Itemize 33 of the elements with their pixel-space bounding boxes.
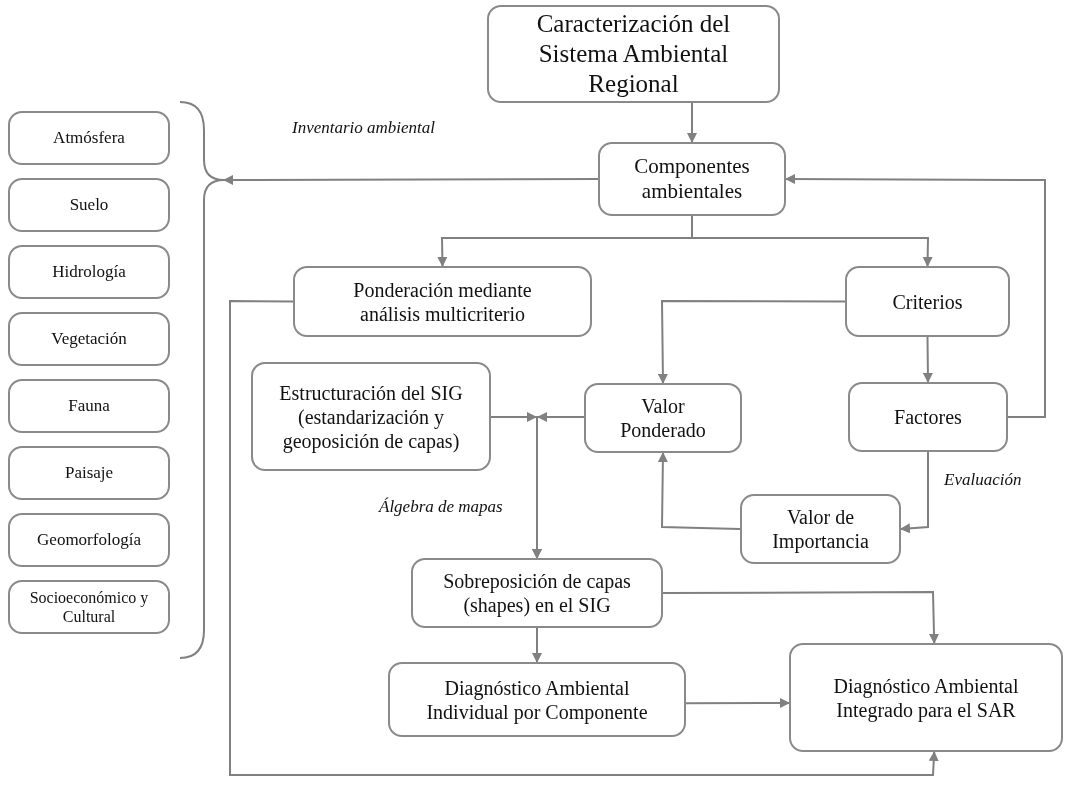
arrow: [685, 698, 790, 708]
component-box: Hidrología: [8, 245, 170, 299]
process-box: Diagnóstico Ambiental Individual por Componente: [388, 662, 686, 737]
arrow: [229, 300, 939, 776]
component-box: Geomorfología: [8, 513, 170, 567]
edge-label: Álgebra de mapas: [377, 497, 505, 517]
component-box: Paisaje: [8, 446, 170, 500]
arrow: [532, 627, 542, 663]
arrow: [785, 174, 1046, 418]
arrow: [691, 215, 933, 267]
component-box: Fauna: [8, 379, 170, 433]
process-box: Sobreposición de capas (shapes) en el SIG: [411, 558, 663, 628]
component-box: Vegetación: [8, 312, 170, 366]
process-box: Estructuración del SIG (estandarización y geoposición de capas): [251, 362, 491, 471]
arrow: [223, 175, 599, 185]
arrow: [532, 412, 585, 559]
process-box: Diagnóstico Ambiental Integrado para el SAR: [789, 643, 1063, 752]
arrow: [657, 452, 741, 530]
process-box: Ponderación mediante análisis multicriterio: [293, 266, 592, 337]
arrow: [687, 102, 697, 143]
arrow: [900, 451, 929, 534]
process-box: Componentes ambientales: [598, 142, 786, 216]
arrow: [662, 591, 939, 644]
arrow: [922, 336, 933, 383]
process-box: Criterios: [845, 266, 1010, 337]
process-box: Factores: [848, 382, 1008, 452]
component-box: Suelo: [8, 178, 170, 232]
process-box: Valor Ponderado: [584, 383, 742, 453]
process-box: Caracterización del Sistema Ambiental Regional: [487, 5, 780, 103]
arrow: [657, 300, 846, 384]
component-box: Socioeconómico y Cultural: [8, 580, 170, 634]
component-box: Atmósfera: [8, 111, 170, 165]
process-box: Valor de Importancia: [740, 494, 901, 564]
